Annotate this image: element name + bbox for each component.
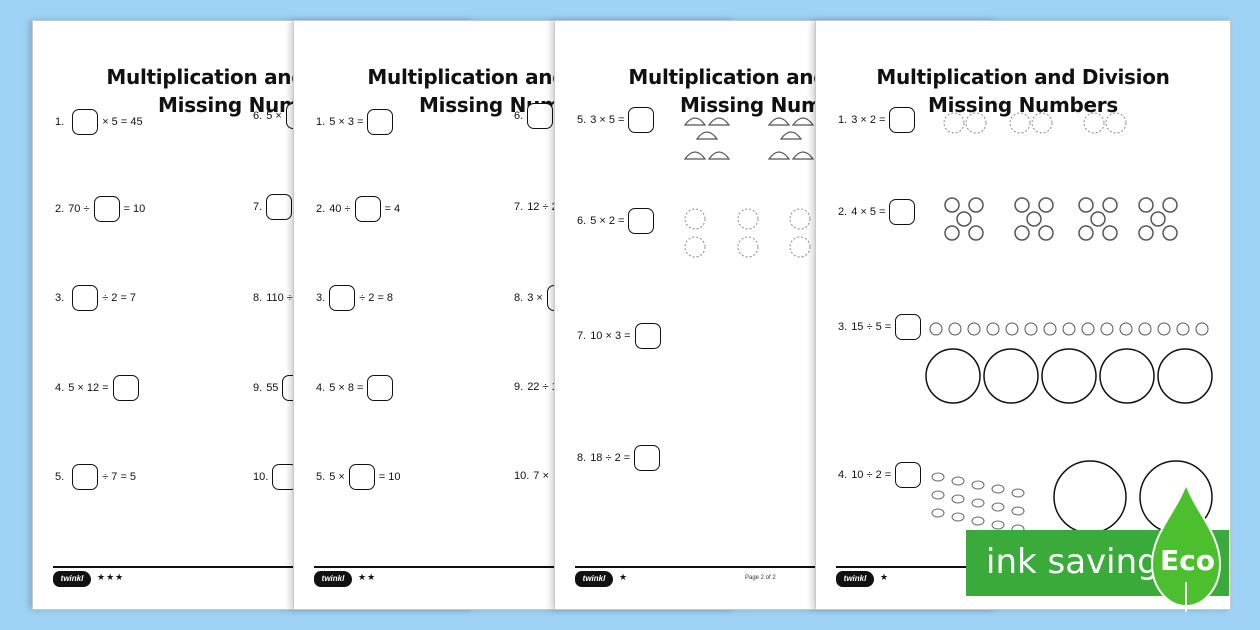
question: 7.12 ÷ 2 bbox=[514, 201, 558, 213]
answer-box[interactable] bbox=[895, 314, 922, 340]
raindrop-icon bbox=[1150, 482, 1222, 612]
worksheet-4: Multiplication and Division Missing Numb… bbox=[815, 20, 1231, 610]
difficulty-stars: ★★★ bbox=[97, 572, 125, 582]
answer-box[interactable] bbox=[348, 464, 375, 490]
answer-box[interactable] bbox=[634, 445, 661, 471]
answer-box[interactable] bbox=[93, 196, 120, 222]
answer-box[interactable] bbox=[527, 103, 554, 129]
question: 5.÷ 7 = 5 bbox=[55, 464, 136, 490]
answer-box[interactable] bbox=[354, 196, 381, 222]
question: 10.7 × bbox=[514, 470, 549, 482]
question: 1.× 5 = 45 bbox=[55, 109, 143, 135]
question: 8.18 ÷ 2 = bbox=[577, 445, 661, 471]
answer-box[interactable] bbox=[367, 109, 394, 135]
question: 3.÷ 2 = 7 bbox=[55, 285, 136, 311]
answer-box[interactable] bbox=[329, 285, 356, 311]
button-icon bbox=[944, 197, 1178, 241]
question: 2.70 ÷= 10 bbox=[55, 196, 145, 222]
twinkl-logo: twinkl bbox=[575, 571, 613, 587]
circle-icon bbox=[943, 112, 1127, 134]
question: 1.5 × 3 = bbox=[316, 109, 394, 135]
apple-icon bbox=[929, 322, 1209, 336]
answer-box[interactable] bbox=[628, 208, 655, 234]
answer-box[interactable] bbox=[112, 375, 139, 401]
eco-label: Eco bbox=[1160, 544, 1215, 577]
answer-box[interactable] bbox=[72, 464, 99, 490]
footer-divider bbox=[575, 566, 975, 568]
question: 2.40 ÷= 4 bbox=[316, 196, 400, 222]
twinkl-logo: twinkl bbox=[836, 571, 874, 587]
question: 7. bbox=[253, 194, 293, 220]
answer-box[interactable] bbox=[889, 199, 916, 225]
sweet-icon bbox=[931, 472, 1025, 534]
question: 7.10 × 3 = bbox=[577, 323, 661, 349]
circle-icon bbox=[684, 208, 811, 258]
question: 4.5 × 8 = bbox=[316, 375, 394, 401]
answer-box[interactable] bbox=[72, 285, 99, 311]
ink-saving-label: ink saving bbox=[986, 542, 1159, 582]
question: 1.3 × 2 = bbox=[838, 107, 916, 133]
question: 6.5 × 2 = bbox=[577, 208, 655, 234]
question: 10. bbox=[253, 464, 299, 490]
page-number: Page 2 of 2 bbox=[745, 575, 776, 581]
footer-divider bbox=[53, 566, 453, 568]
difficulty-stars: ★ bbox=[619, 572, 629, 582]
question: 4.5 × 12 = bbox=[55, 375, 143, 401]
answer-box[interactable] bbox=[634, 323, 661, 349]
question: 6. bbox=[514, 103, 554, 129]
question: 2.4 × 5 = bbox=[838, 199, 916, 225]
twinkl-logo: twinkl bbox=[314, 571, 352, 587]
question: 3.15 ÷ 5 = bbox=[838, 314, 922, 340]
twinkl-logo: twinkl bbox=[53, 571, 91, 587]
footer-divider bbox=[314, 566, 714, 568]
question: 5.5 ×= 10 bbox=[316, 464, 401, 490]
question: 5.3 × 5 = bbox=[577, 107, 655, 133]
answer-box[interactable] bbox=[889, 107, 916, 133]
answer-box[interactable] bbox=[895, 462, 922, 488]
answer-box[interactable] bbox=[628, 107, 655, 133]
answer-box[interactable] bbox=[266, 194, 293, 220]
answer-box[interactable] bbox=[367, 375, 394, 401]
difficulty-stars: ★ bbox=[880, 572, 890, 582]
shell-icon bbox=[683, 117, 815, 160]
difficulty-stars: ★★ bbox=[358, 572, 377, 582]
circle-icon bbox=[925, 348, 1213, 404]
question: 4.10 ÷ 2 = bbox=[838, 462, 922, 488]
question: 9.22 ÷ 1 bbox=[514, 381, 558, 393]
question: 3.÷ 2 = 8 bbox=[316, 285, 393, 311]
answer-box[interactable] bbox=[72, 109, 99, 135]
